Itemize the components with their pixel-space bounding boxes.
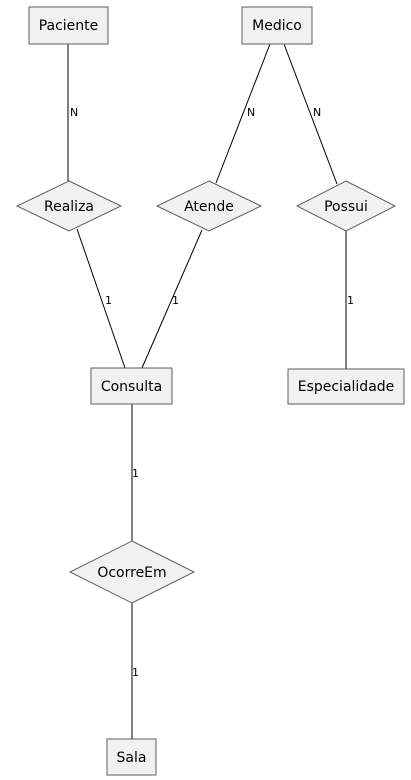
relationship-atende: Atende xyxy=(155,180,263,232)
entity-sala-label: Sala xyxy=(117,750,147,766)
cardinality-possui-especialidade: 1 xyxy=(347,294,354,307)
entity-consulta-label: Consulta xyxy=(101,379,162,395)
edge-medico-atende xyxy=(215,43,271,184)
entity-especialidade-label: Especialidade xyxy=(298,379,395,395)
entity-paciente: Paciente xyxy=(28,6,109,45)
entity-medico: Medico xyxy=(241,6,313,45)
relationship-possui: Possui xyxy=(295,180,397,232)
edge-medico-possui xyxy=(283,43,338,185)
cardinality-medico-atende: N xyxy=(247,106,255,119)
edge-realiza-consulta xyxy=(76,228,126,369)
cardinality-ocorre-em-sala: 1 xyxy=(132,666,139,679)
cardinality-realiza-consulta: 1 xyxy=(105,294,112,307)
relationship-possui-label: Possui xyxy=(324,199,368,215)
edge-atende-consulta xyxy=(141,229,203,369)
cardinality-consulta-ocorre-em: 1 xyxy=(132,467,139,480)
entity-especialidade: Especialidade xyxy=(287,368,405,405)
entity-sala: Sala xyxy=(106,738,157,776)
cardinality-medico-possui: N xyxy=(313,106,321,119)
entity-medico-label: Medico xyxy=(252,18,302,34)
entity-consulta: Consulta xyxy=(90,367,173,405)
cardinality-paciente-realiza: N xyxy=(70,106,78,119)
relationship-realiza-label: Realiza xyxy=(44,199,94,215)
relationship-atende-label: Atende xyxy=(184,199,234,215)
relationship-realiza: Realiza xyxy=(15,180,123,232)
relationship-ocorre-em: OcorreEm xyxy=(68,540,196,604)
cardinality-atende-consulta: 1 xyxy=(172,294,179,307)
relationship-ocorre-em-label: OcorreEm xyxy=(97,565,166,581)
entity-paciente-label: Paciente xyxy=(39,18,99,34)
